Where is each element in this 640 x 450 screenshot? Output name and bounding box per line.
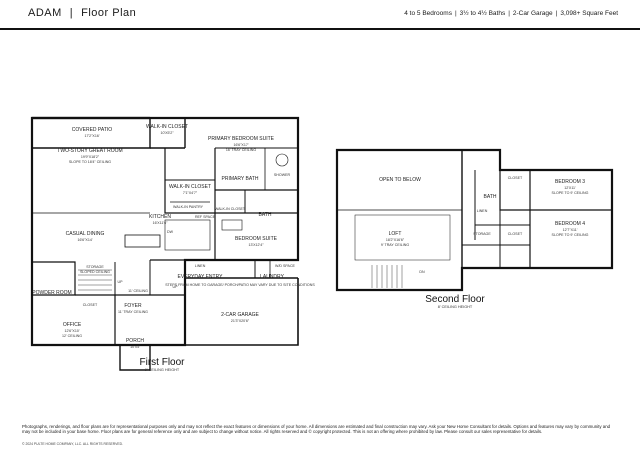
first-floor-labels: COVERED PATIO 17'2"X16' WALK-IN CLOSET 1… bbox=[32, 124, 315, 372]
office-label: OFFICE bbox=[63, 322, 82, 328]
title-divider: | bbox=[69, 7, 74, 19]
plan-name: ADAM bbox=[28, 7, 62, 19]
ref-space-label: REF SPACE bbox=[195, 215, 216, 219]
walkin-closet-dims: 10'X5'2" bbox=[160, 131, 174, 135]
bath-label: BATH bbox=[259, 212, 272, 218]
foyer-label: FOYER bbox=[124, 303, 142, 309]
plan-title: ADAM | Floor Plan bbox=[28, 7, 136, 19]
loft-label: LOFT bbox=[389, 231, 402, 237]
foyer-note: 11' TRAY CEILING bbox=[118, 310, 148, 314]
bedroom3-label: BEDROOM 3 bbox=[555, 179, 585, 185]
primary-suite-note: 16' TRAY CEILING bbox=[226, 148, 256, 152]
linen-2-label: LINEN bbox=[477, 209, 488, 213]
dw-label: DW bbox=[167, 230, 174, 234]
second-floor-labels: OPEN TO BELOW CLOSET BEDROOM 3 12'X11' S… bbox=[379, 176, 589, 309]
storage-2-label: STORAGE bbox=[473, 232, 491, 236]
spec-baths: 3½ to 4½ Baths bbox=[459, 10, 506, 17]
powder-room-label: POWDER ROOM bbox=[32, 290, 71, 296]
office-dims: 12'6"X10' bbox=[64, 329, 79, 333]
spec-divider: | bbox=[555, 10, 558, 17]
kitchen-label: KITCHEN bbox=[149, 214, 171, 220]
primary-suite-dims: 16'6"X17' bbox=[233, 143, 248, 147]
porch-label: PORCH bbox=[126, 338, 144, 344]
closet-a-label: CLOSET bbox=[508, 176, 523, 180]
bedroom4-label: BEDROOM 4 bbox=[555, 221, 585, 227]
closet-label: CLOSET bbox=[83, 303, 98, 307]
open-to-below-label: OPEN TO BELOW bbox=[379, 177, 421, 183]
everyday-entry-label: EVERYDAY ENTRY bbox=[178, 274, 224, 280]
dn-label: DN bbox=[419, 270, 425, 274]
legal-disclaimer: Photographs, renderings, and floor plans… bbox=[22, 424, 611, 435]
storage-label: STORAGE bbox=[86, 265, 104, 269]
covered-patio-label: COVERED PATIO bbox=[72, 127, 112, 133]
closet-b-label: CLOSET bbox=[508, 232, 523, 236]
walkin-pantry-label: WALK-IN PANTRY bbox=[173, 205, 204, 209]
bedroom-suite-label: BEDROOM SUITE bbox=[235, 236, 278, 242]
footer-copyright: © 2024 PULTE HOME COMPANY, LLC. ALL RIGH… bbox=[22, 442, 124, 446]
casual-dining-label: CASUAL DINING bbox=[66, 231, 105, 237]
bedroom4-note: SLOPE TO 9' CEILING bbox=[552, 233, 589, 237]
great-room-note: SLOPE TO 18'4" CEILING bbox=[69, 160, 111, 164]
office-note: 12' CEILING bbox=[62, 334, 82, 338]
second-floor-ceiling: 8' CEILING HEIGHT bbox=[438, 305, 473, 309]
first-floor-walls bbox=[30, 116, 300, 371]
spec-bedrooms: 4 to 5 Bedrooms bbox=[404, 10, 452, 17]
walkin-closet-2-dims: 7'1"X4'7" bbox=[183, 191, 198, 195]
linen-label: LINEN bbox=[195, 264, 206, 268]
ceiling-11-label: 11' CEILING bbox=[128, 289, 148, 293]
up-label-2: UP bbox=[173, 285, 179, 289]
page-header: ADAM|Floor Plan 4 to 5 Bedrooms|3½ to 4½… bbox=[0, 0, 640, 30]
loft-dims: 18'2"X16'6" bbox=[386, 238, 405, 242]
garage-dims: 21'3"X20'6" bbox=[231, 319, 250, 323]
walkin-closet-label: WALK-IN CLOSET bbox=[146, 124, 188, 130]
spec-garage: 2-Car Garage bbox=[512, 10, 553, 17]
second-bath-label: BATH bbox=[484, 194, 497, 200]
primary-suite-label: PRIMARY BEDROOM SUITE bbox=[208, 136, 275, 142]
garage-label: 2-CAR GARAGE bbox=[221, 312, 259, 318]
garage-steps-note: STEPS FROM HOME TO GARAGE/ PORCH/PATIO M… bbox=[165, 283, 315, 287]
spec-divider: | bbox=[508, 10, 510, 17]
spec-divider: | bbox=[454, 10, 457, 17]
bedroom3-dims: 12'X11' bbox=[564, 186, 576, 190]
second-floor-title: Second Floor bbox=[425, 294, 485, 305]
plan-specs: 4 to 5 Bedrooms|3½ to 4½ Baths|2-Car Gar… bbox=[404, 10, 618, 17]
shower-label: SHOWER bbox=[274, 173, 291, 177]
porch-dims: 10'X5' bbox=[130, 345, 140, 349]
first-floor-ceiling: 9' CEILING HEIGHT bbox=[145, 368, 180, 372]
wd-space-label: W/D SPACE bbox=[275, 264, 296, 268]
plan-label: Floor Plan bbox=[81, 7, 137, 19]
storage-note: SLOPED CEILING bbox=[80, 270, 110, 274]
bedroom4-dims: 12'7"X11' bbox=[563, 228, 578, 232]
laundry-label: LAUNDRY bbox=[260, 274, 284, 280]
walkin-closet-3-label: WALK-IN CLOSET bbox=[215, 207, 246, 211]
bedroom-suite-dims: 13'X12'4" bbox=[248, 243, 264, 247]
walkin-closet-2-label: WALK-IN CLOSET bbox=[169, 184, 211, 190]
second-floor-walls bbox=[335, 148, 614, 292]
floor-plan-drawing: COVERED PATIO 17'2"X16' WALK-IN CLOSET 1… bbox=[30, 116, 614, 372]
great-room-label: TWO-STORY GREAT ROOM bbox=[57, 148, 122, 154]
loft-note: 9' TRAY CEILING bbox=[381, 243, 409, 247]
great-room-dims: 19'9"X18'2" bbox=[81, 155, 100, 159]
casual-dining-dims: 16'6"X14' bbox=[77, 238, 92, 242]
kitchen-dims: 16'X11'6" bbox=[153, 221, 168, 225]
first-floor-title: First Floor bbox=[140, 357, 186, 368]
covered-patio-dims: 17'2"X16' bbox=[84, 134, 99, 138]
primary-bath-label: PRIMARY BATH bbox=[222, 176, 259, 182]
spec-sqft: 3,098+ Square Feet bbox=[560, 10, 618, 17]
up-label: UP bbox=[118, 280, 124, 284]
bedroom3-note: SLOPE TO 9' CEILING bbox=[552, 191, 589, 195]
